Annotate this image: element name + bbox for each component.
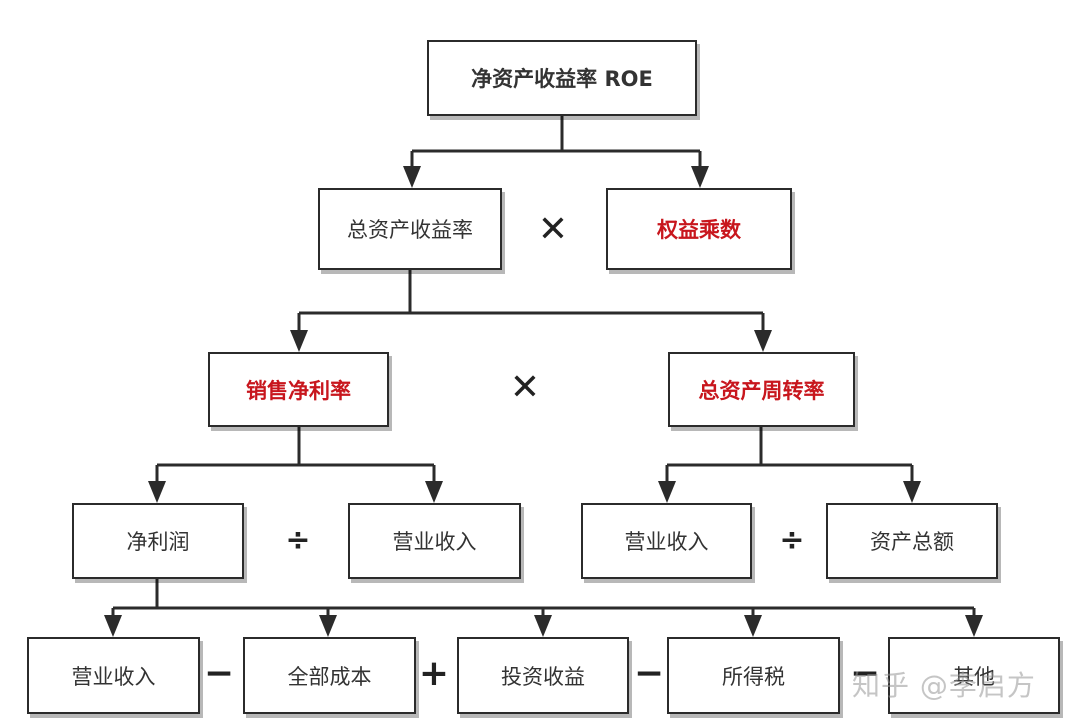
multiply-operator-2: ✕ — [509, 367, 541, 408]
arrowhead-revenue-a — [425, 481, 443, 503]
arrowhead-income-tax — [744, 615, 762, 637]
node-asset-turnover: 总资产周转率 — [668, 352, 855, 427]
node-income-tax-label: 所得税 — [722, 664, 785, 689]
arrowhead-total-cost — [319, 615, 337, 637]
minus-operator-2: − — [633, 653, 665, 694]
plus-operator-1: + — [418, 653, 450, 694]
node-total-assets: 资产总额 — [826, 503, 998, 579]
node-other-label: 其他 — [953, 664, 995, 689]
node-revenue-a: 营业收入 — [348, 503, 521, 579]
arrowhead-total-asset-return — [403, 166, 421, 188]
node-equity-multiplier: 权益乘数 — [606, 188, 792, 270]
node-roe: 净资产收益率 ROE — [427, 40, 697, 116]
node-net-profit-margin-label: 销售净利率 — [246, 378, 351, 403]
node-revenue-a-label: 营业收入 — [392, 530, 477, 554]
arrowhead-total-assets — [903, 481, 921, 503]
arrowhead-equity-multiplier — [691, 166, 709, 188]
arrowhead-net-profit — [148, 481, 166, 503]
node-revenue-c-label: 营业收入 — [71, 664, 156, 689]
arrowhead-net-profit-margin — [290, 330, 308, 352]
node-net-profit-label: 净利润 — [126, 530, 190, 554]
node-net-profit-margin: 销售净利率 — [208, 352, 389, 427]
arrowhead-revenue-b — [658, 481, 676, 503]
node-revenue-b: 营业收入 — [581, 503, 752, 579]
node-asset-turnover-label: 总资产周转率 — [698, 378, 825, 403]
minus-operator-1: − — [203, 653, 235, 694]
arrowhead-revenue-c — [104, 615, 122, 637]
node-total-assets-label: 资产总额 — [870, 530, 954, 554]
node-roe-label: 净资产收益率 ROE — [471, 67, 653, 91]
node-total-cost-label: 全部成本 — [287, 664, 372, 689]
arrowhead-investment-income — [534, 615, 552, 637]
node-investment-income-label: 投资收益 — [501, 664, 585, 689]
arrowhead-asset-turnover — [754, 330, 772, 352]
node-revenue-c: 营业收入 — [27, 637, 200, 714]
node-other: 其他 — [888, 637, 1060, 714]
node-income-tax: 所得税 — [667, 637, 840, 714]
node-total-asset-return-label: 总资产收益率 — [347, 218, 473, 242]
watermark: 知乎 @李启方 — [852, 669, 1036, 702]
divide-operator-2: ÷ — [779, 523, 805, 558]
minus-operator-3: − — [849, 653, 881, 694]
node-total-cost: 全部成本 — [243, 637, 416, 714]
node-total-asset-return: 总资产收益率 — [318, 188, 502, 270]
node-investment-income: 投资收益 — [457, 637, 629, 714]
node-revenue-b-label: 营业收入 — [624, 530, 709, 554]
arrowhead-other — [965, 615, 983, 637]
multiply-operator-1: ✕ — [537, 209, 569, 250]
divide-operator-1: ÷ — [285, 523, 311, 558]
node-equity-multiplier-label: 权益乘数 — [657, 218, 741, 242]
node-net-profit: 净利润 — [72, 503, 244, 579]
